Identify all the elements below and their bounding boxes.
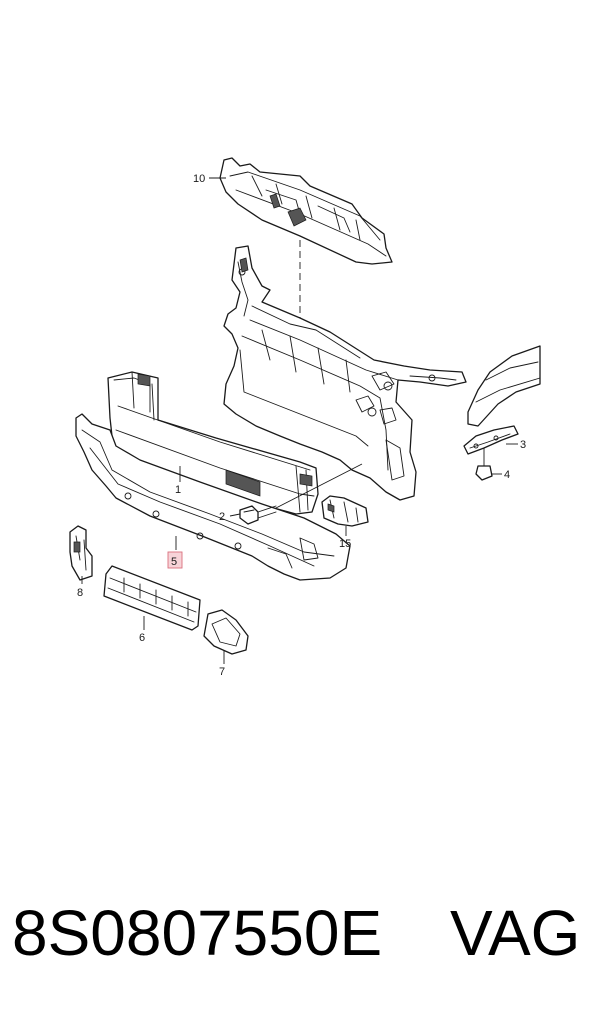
callout-leaders [81,177,518,664]
callout-3[interactable]: 3 [520,439,526,451]
callout-labels: 10 1 2 3 4 5 6 7 8 15 [77,173,526,678]
part-6-plate-bracket [103,565,201,631]
part-4-screw [475,447,493,481]
part-3-fender-bracket [463,425,519,455]
screw-leader [275,463,363,509]
part-1-bumper-beam [107,371,319,515]
callout-4[interactable]: 4 [504,469,510,481]
callout-5[interactable]: 5 [171,556,177,568]
part-10-upper-cover [219,157,393,265]
callout-5-highlight [167,551,183,569]
part-2-screw [239,505,277,525]
brand-text: VAG [450,897,581,969]
callout-8[interactable]: 8 [77,587,83,599]
part-5-impact-absorber [75,413,351,581]
part-7-cover [203,609,249,655]
callout-10[interactable]: 10 [193,173,205,185]
callout-7[interactable]: 7 [219,666,225,678]
callout-6[interactable]: 6 [139,632,145,644]
callout-2[interactable]: 2 [219,511,225,523]
lock-carrier [223,245,467,501]
callout-15[interactable]: 15 [339,538,351,550]
part-8-bracket [69,525,93,581]
fender-fragment [467,345,541,427]
callout-1[interactable]: 1 [175,484,181,496]
part-number-text: 8S0807550E [12,897,383,969]
part-15-bracket [321,495,369,527]
